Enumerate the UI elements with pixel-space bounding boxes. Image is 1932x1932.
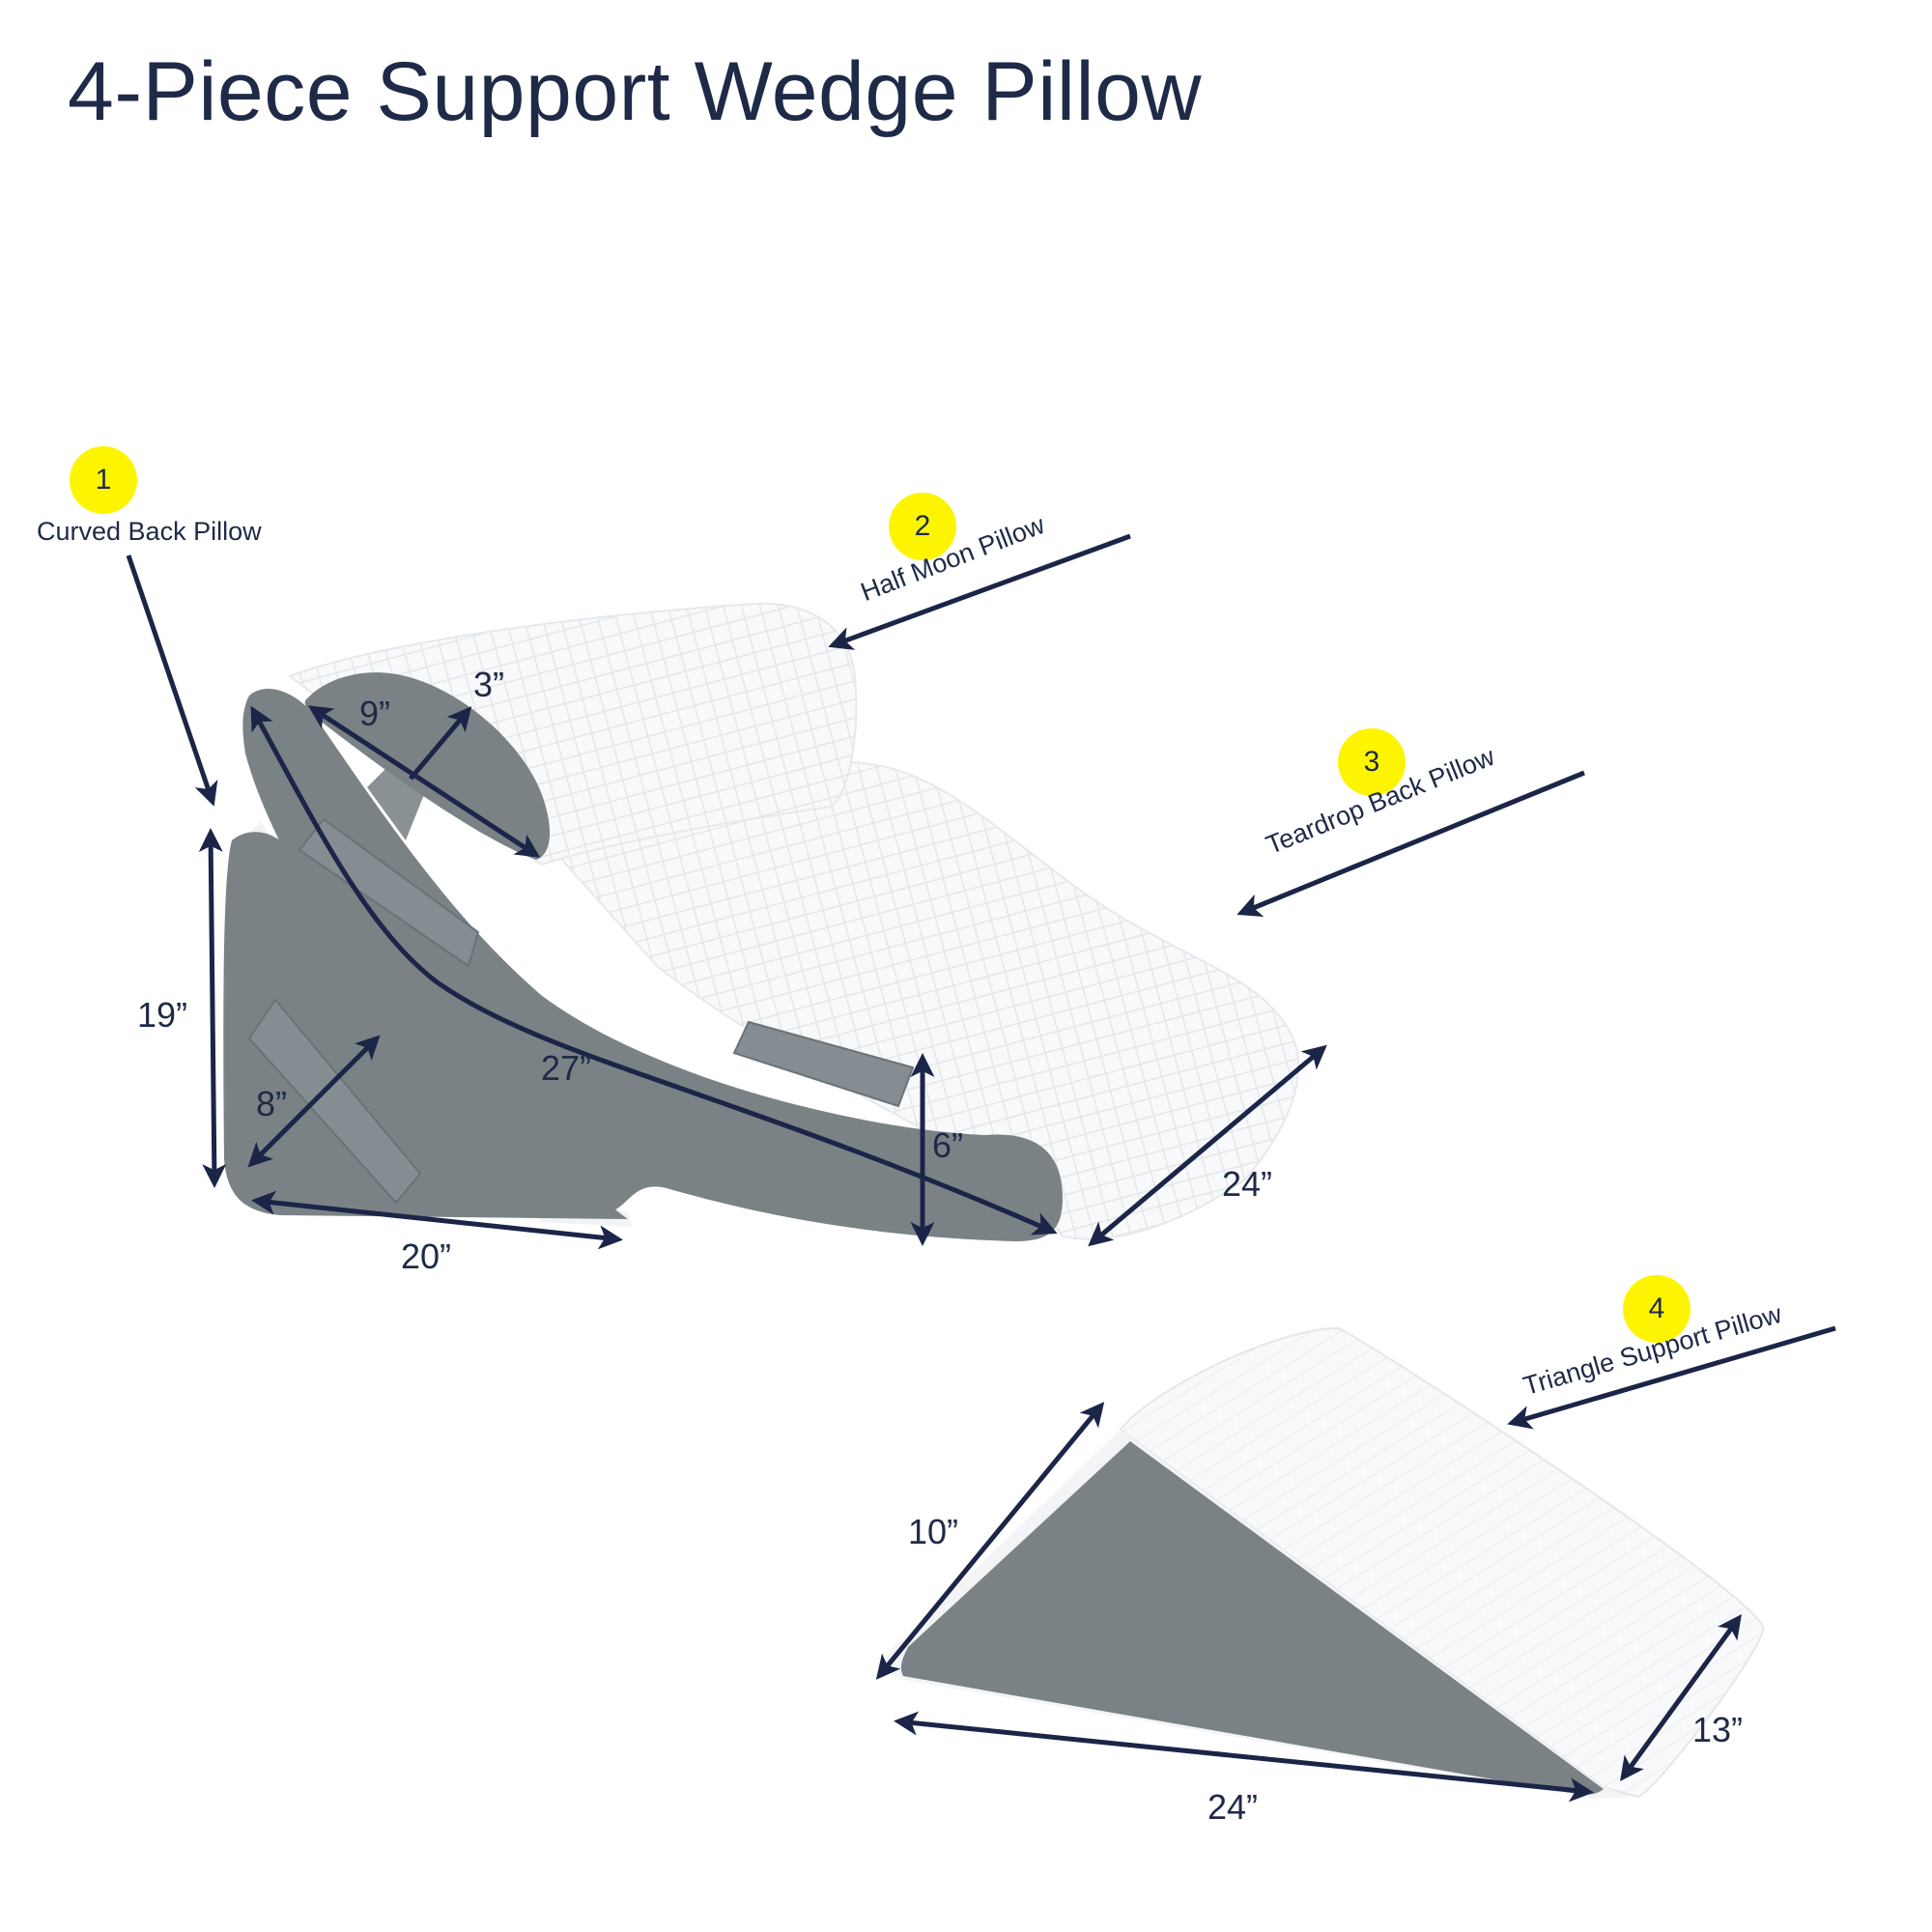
dim-teardrop-thickness: 6” — [932, 1125, 964, 1165]
dim-triangle-length: 24” — [1208, 1787, 1259, 1827]
dim-teardrop-length: 27” — [541, 1048, 592, 1088]
dim-curved-back-base: 20” — [401, 1236, 452, 1276]
dimension-arrows-main — [198, 705, 1327, 1250]
dim-triangle-depth: 13” — [1692, 1710, 1744, 1749]
piece-1-label: Curved Back Pillow — [37, 517, 262, 546]
piece-3-number: 3 — [1363, 746, 1380, 778]
piece-1-badge: 1 — [70, 446, 137, 514]
triangle-support-pillow — [886, 1326, 1765, 1799]
piece-2-number: 2 — [914, 510, 931, 542]
piece-4-badge: 4 — [1623, 1275, 1690, 1343]
piece-1-number: 1 — [95, 464, 112, 496]
piece-4-number: 4 — [1648, 1293, 1665, 1324]
page-title: 4-Piece Support Wedge Pillow — [68, 45, 1203, 138]
dim-curved-back-depth: 8” — [256, 1084, 288, 1123]
dim-half-moon-height: 3” — [473, 665, 505, 704]
dim-set-width: 24” — [1222, 1164, 1273, 1204]
dim-half-moon-width: 9” — [359, 694, 391, 733]
dimension-arrows-triangle — [875, 1402, 1742, 1803]
piece-3-badge: 3 — [1338, 728, 1406, 796]
piece-2-badge: 2 — [889, 493, 956, 560]
dim-triangle-height: 10” — [908, 1512, 959, 1551]
dim-curved-back-height: 19” — [137, 995, 188, 1035]
callout-arrows — [126, 533, 1836, 1430]
